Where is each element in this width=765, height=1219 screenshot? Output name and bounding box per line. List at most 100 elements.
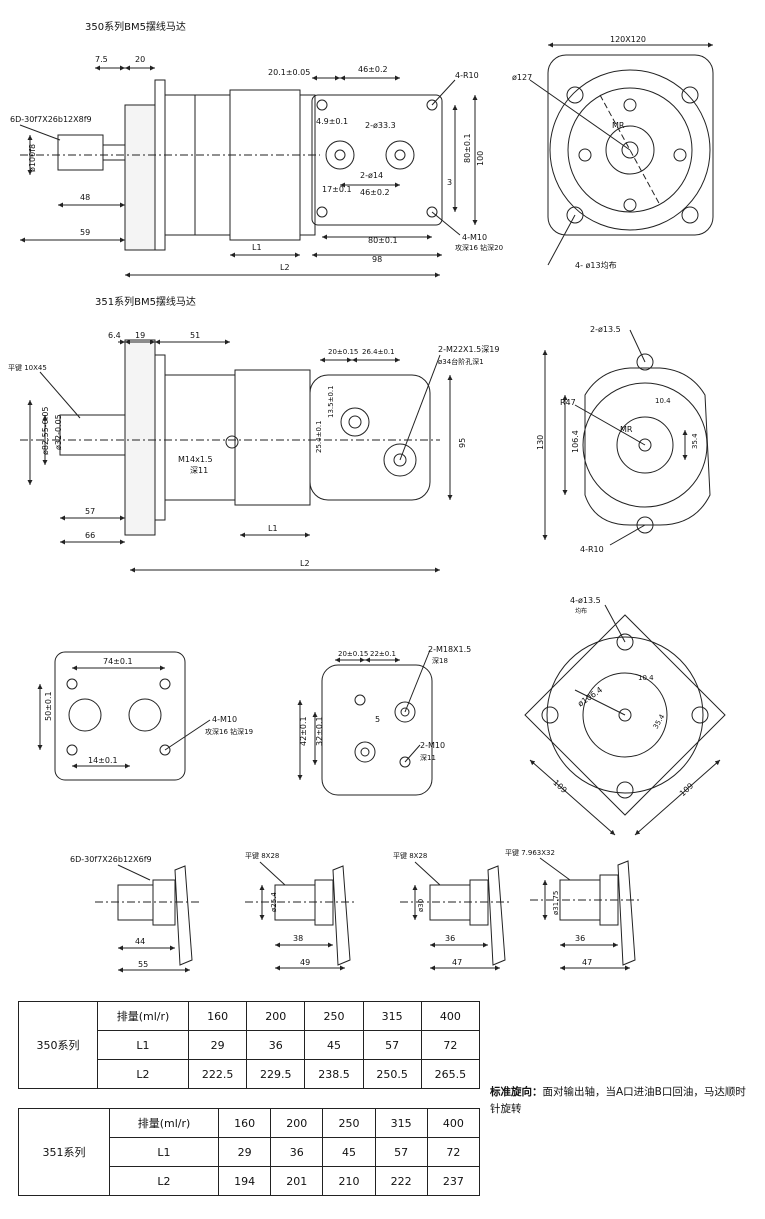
dim-100: 100 (476, 151, 485, 166)
table-350-r0-label: 排量(ml/r) (97, 1001, 189, 1031)
diamond-holes-sub: 均布 (575, 607, 587, 615)
dim-59: 59 (80, 228, 90, 237)
shaft-3-dia: ø30 (417, 899, 425, 912)
table-351-r0-c3: 315 (374, 1108, 428, 1138)
front-holes-351: 2-ø13.5 (590, 325, 621, 334)
front-35-4-351: 35.4 (691, 433, 699, 449)
table-350-r1-c0: 29 (187, 1030, 248, 1060)
label-m14-depth: 深11 (190, 466, 208, 475)
table-350-r0-c0: 160 (187, 1001, 248, 1031)
side-32: 32±0.1 (315, 716, 324, 746)
shaft-3-b: 47 (452, 958, 462, 967)
dim-7-5: 7.5 (95, 55, 108, 64)
side-view-351 (20, 339, 453, 573)
table-350-r0-c1: 200 (246, 1001, 306, 1031)
table-351-r1-c0: 29 (217, 1137, 272, 1167)
table-351-r0-c1: 200 (270, 1108, 324, 1138)
table-351-series: 351系列 (18, 1108, 110, 1196)
shaft-4-label: 平键 7.963X32 (505, 848, 555, 857)
diamond-10: 10.4 (638, 674, 654, 682)
shaft-spec-350: 6D-30f7X26b12X8f9 (10, 115, 92, 124)
table-351-r1-c3: 57 (374, 1137, 428, 1167)
side-20: 20±0.15 (338, 650, 368, 658)
rotation-note-head: 标准旋向： (490, 1086, 543, 1098)
side-m10: 2-M10 (420, 741, 445, 750)
diamond-35: 35.4 (652, 712, 667, 730)
label-ports-350: 2-ø33.3 (365, 121, 396, 130)
table-350-series: 350系列 (18, 1001, 98, 1089)
table-350-r1-label: L1 (97, 1030, 189, 1060)
dim-80-v: 80±0.1 (463, 133, 472, 163)
dim-57: 57 (85, 507, 95, 516)
table-351-r0-label: 排量(ml/r) (109, 1108, 219, 1138)
label-4-m10: 4-M10 (462, 233, 487, 242)
label-spot-351: ø34台阶孔深1 (438, 357, 484, 366)
dim-51: 51 (190, 331, 200, 340)
shaft-2-a: 38 (293, 934, 303, 943)
table-351-r1-c1: 36 (270, 1137, 324, 1167)
dim-3: 3 (447, 178, 452, 187)
table-351-r2-label: L2 (109, 1166, 219, 1196)
side-port-view (297, 649, 433, 796)
diamond-holes: 4-ø13.5 (570, 596, 601, 605)
dim-26-4: 26.4±0.1 (362, 348, 395, 356)
shaft-2-dia: ø25.4 (270, 892, 278, 912)
dim-20-1: 20.1±0.05 (268, 68, 310, 77)
front-106: 106.4 (571, 430, 580, 453)
side-42: 42±0.1 (299, 716, 308, 746)
technical-drawing: 350系列BM5摆线马达 7.5 20 6D-30f7X26b12X8f9 ø1… (8, 20, 726, 973)
table-350-r0-c3: 315 (362, 1001, 422, 1031)
shaft-dia-351: ø32-0.05 (54, 414, 63, 450)
side-ports-depth: 深18 (432, 656, 448, 665)
table-351-r1-c4: 72 (426, 1137, 481, 1167)
dim-L2-351: L2 (300, 559, 310, 568)
side-m10-depth: 深11 (420, 753, 436, 762)
table-350-r1-c3: 57 (362, 1030, 422, 1060)
key-351: 平键 10X45 (8, 363, 47, 372)
diamond-dia: ø106.4 (576, 685, 604, 708)
shaft-2-b: 49 (300, 958, 310, 967)
dim-80-h: 80±0.1 (368, 236, 398, 245)
table-350: 350系列 排量(ml/r) 160 200 250 315 400 L1 29… (18, 1001, 481, 1089)
table-350-r2-c3: 250.5 (362, 1059, 422, 1089)
table-351-r2-c0: 194 (217, 1166, 272, 1196)
flange-m10: 4-M10 (212, 715, 237, 724)
shaft-option-3 (400, 861, 510, 971)
label-4-r10: 4-R10 (455, 71, 479, 80)
table-350-r1-c4: 72 (420, 1030, 481, 1060)
table-351-r2-c4: 237 (426, 1166, 481, 1196)
table-350-r0-c2: 250 (304, 1001, 364, 1031)
dim-25-4: 25.4±0.1 (315, 420, 323, 453)
flange-50: 50±0.1 (44, 691, 53, 721)
diamond-view (524, 604, 726, 836)
flange-m10-depth: 攻深16 钻深19 (205, 727, 253, 736)
table-351-r2-c3: 222 (374, 1166, 428, 1196)
rotation-note-body: 面对输出轴，当A口进油B口回油，马达顺时针旋转 (490, 1086, 746, 1115)
front-r10-351: 4-R10 (580, 545, 604, 554)
table-350-r0-c4: 400 (420, 1001, 481, 1031)
label-m14: M14x1.5 (178, 455, 213, 464)
table-351-r1-c2: 45 (322, 1137, 376, 1167)
port-view-350 (311, 75, 478, 258)
label-ports-351: 2-M22X1.5深19 (438, 345, 499, 354)
title-351: 351系列BM5摆线马达 (95, 295, 196, 308)
dim-20-15-351: 20±0.15 (328, 348, 358, 356)
front-holes-350: 4- ø13均布 (575, 260, 617, 270)
side-ports: 2-M18X1.5 (428, 645, 471, 654)
table-350-r2-c4: 265.5 (420, 1059, 481, 1089)
shaft-3-label: 平键 8X28 (393, 851, 427, 860)
table-350-r2-label: L2 (97, 1059, 189, 1089)
shaft-4-a: 36 (575, 934, 585, 943)
shaft-3-a: 36 (445, 934, 455, 943)
shaft-1-a: 44 (135, 937, 145, 946)
dim-46-bot: 46±0.2 (360, 188, 390, 197)
dim-13-5: 13.5±0.1 (327, 385, 335, 418)
table-350-r2-c1: 229.5 (246, 1059, 306, 1089)
front-dia-350: ø127 (512, 73, 532, 82)
table-351-r0-c2: 250 (322, 1108, 376, 1138)
table-350-r2-c0: 222.5 (187, 1059, 248, 1089)
front-130: 130 (536, 435, 545, 450)
side-5: 5 (375, 715, 380, 724)
table-351-r2-c2: 210 (322, 1166, 376, 1196)
flange-view (37, 651, 211, 781)
